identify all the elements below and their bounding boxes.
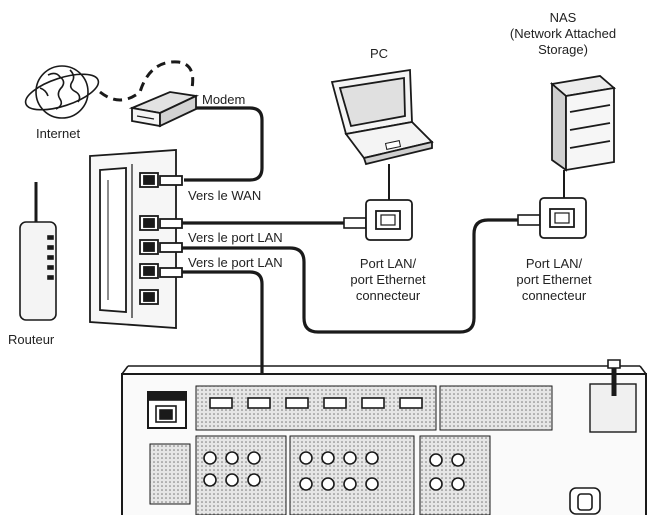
- pc-port-box: [365, 199, 413, 241]
- nas-cable: [182, 218, 522, 334]
- vers-wan-label: Vers le WAN: [188, 188, 262, 203]
- pc-port-label-block: Port LAN/ port Ethernet connecteur: [328, 256, 448, 304]
- modem-label: Modem: [202, 92, 246, 107]
- router-back-panel: [89, 149, 183, 329]
- vers-lan-label-2: Vers le port LAN: [188, 255, 283, 270]
- pc-port-line1: Port LAN/: [359, 256, 417, 271]
- nas-port-label-block: Port LAN/ port Ethernet connecteur: [494, 256, 614, 304]
- nas-tower-icon: [549, 75, 617, 172]
- nas-label: NAS: [549, 10, 577, 25]
- nas-port-line2: port Ethernet: [516, 272, 592, 287]
- nas-full-name-line1: (Network Attached: [509, 26, 617, 41]
- pc-port-line3: connecteur: [355, 288, 421, 303]
- modem-icon: [128, 91, 200, 128]
- nas-port-line1: Port LAN/: [525, 256, 583, 271]
- nas-full-name-line2: Storage): [538, 42, 588, 57]
- nas-port-line3: connecteur: [521, 288, 587, 303]
- router-icon: [19, 182, 57, 321]
- vers-lan-label-1: Vers le port LAN: [188, 230, 283, 245]
- nas-label-block: NAS (Network Attached Storage): [498, 10, 628, 58]
- nas-port-box: [539, 197, 587, 239]
- globe-icon: [24, 65, 100, 119]
- router-label: Routeur: [8, 332, 55, 347]
- pc-label: PC: [370, 46, 389, 61]
- wan-cable: [184, 106, 264, 182]
- av-receiver-panel-icon: [121, 359, 647, 515]
- internet-label: Internet: [36, 126, 81, 141]
- laptop-icon: [330, 68, 434, 166]
- internet-modem-link: [99, 60, 195, 102]
- pc-port-line2: port Ethernet: [350, 272, 426, 287]
